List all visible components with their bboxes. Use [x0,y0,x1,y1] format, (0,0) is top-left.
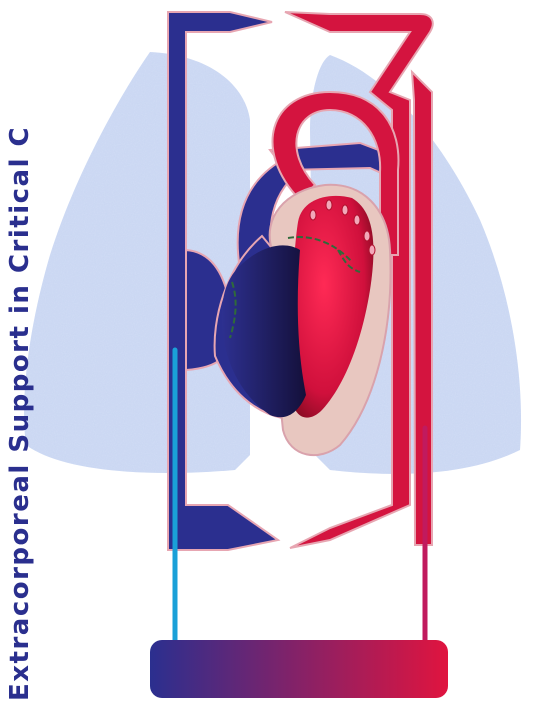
oxygenator [150,640,448,698]
left-lung [24,52,250,473]
side-title: Extracorporeal Support in Critical C [5,0,35,701]
